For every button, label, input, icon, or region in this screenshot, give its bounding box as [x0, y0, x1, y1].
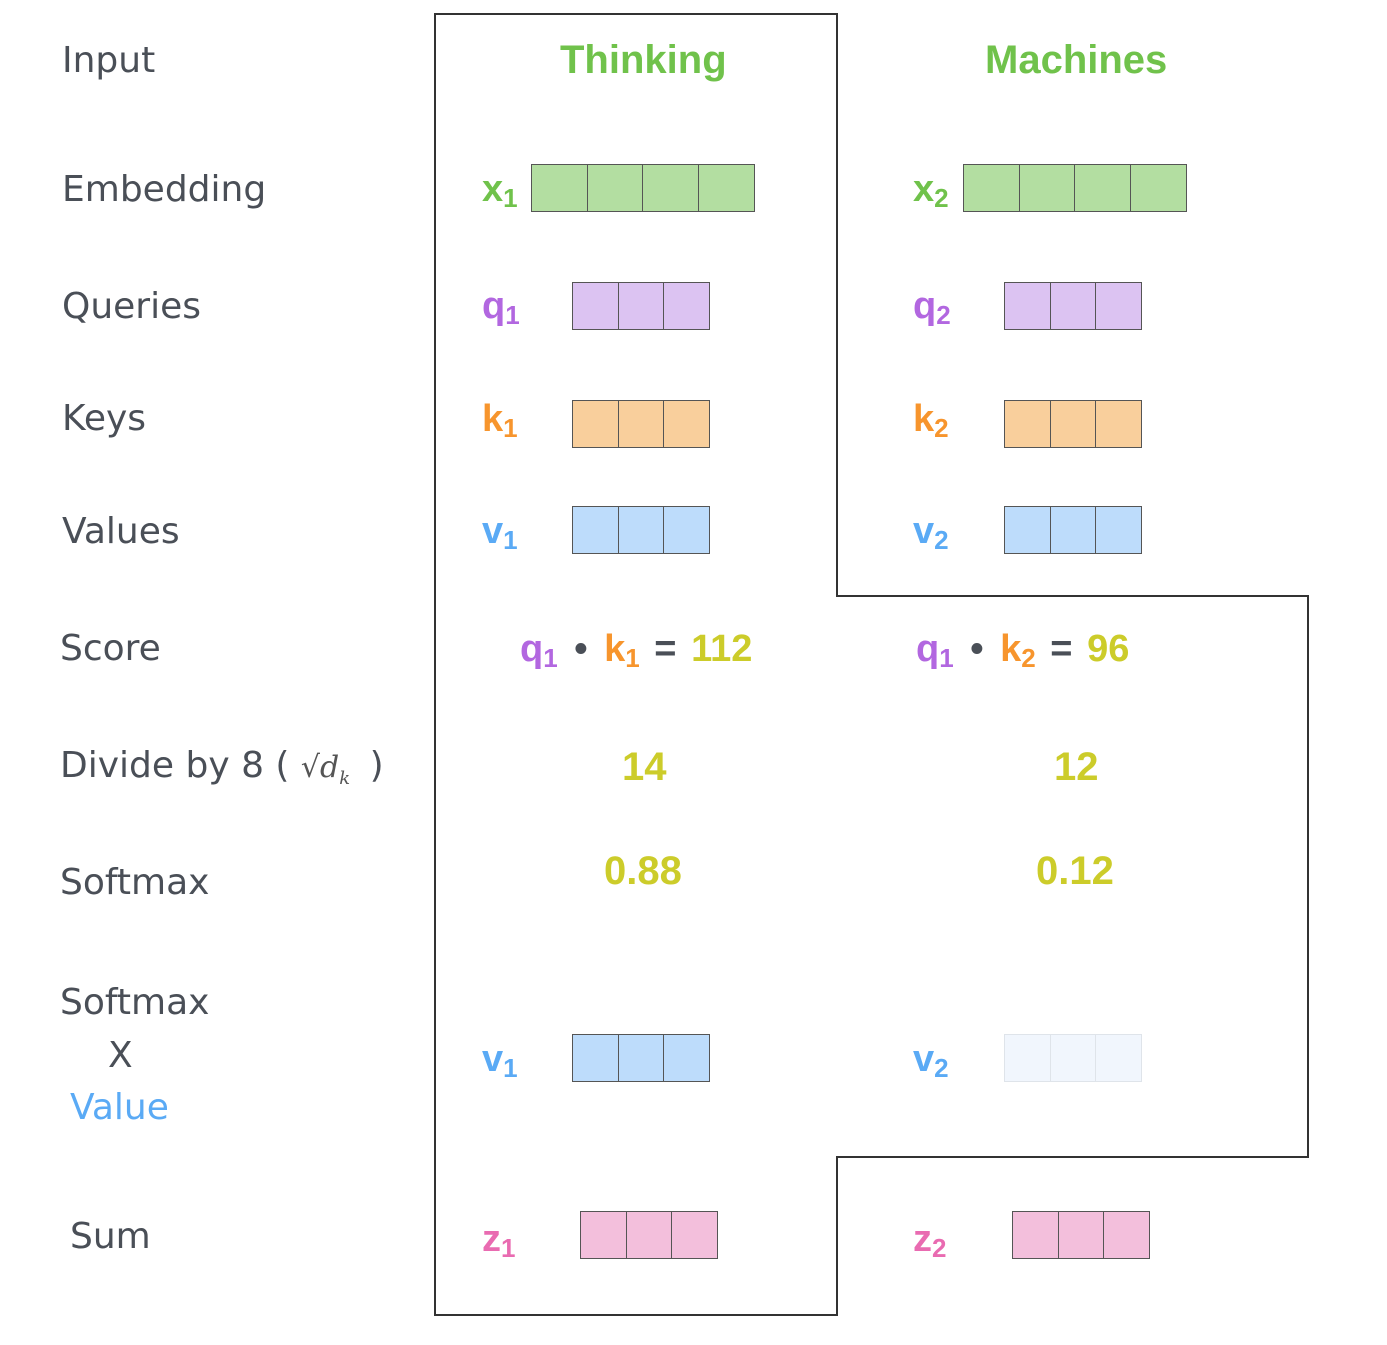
row-label-softmax: Softmax — [60, 862, 210, 903]
k2-vector — [1004, 400, 1142, 448]
z2-vector — [1012, 1211, 1150, 1259]
q1-label: q1 — [482, 285, 520, 330]
softmax-1: 0.88 — [604, 849, 682, 893]
v2-vector — [1004, 506, 1142, 554]
weighted-v1-vector — [572, 1034, 710, 1082]
divide-formula: √dk — [300, 750, 351, 789]
weighted-v2-vector — [1004, 1034, 1142, 1082]
divided-2: 12 — [1054, 745, 1099, 789]
word-thinking: Thinking — [560, 38, 727, 82]
score-2: q1 • k2 = 96 — [916, 628, 1130, 673]
v1-vector — [572, 506, 710, 554]
divided-1: 14 — [622, 745, 667, 789]
x2-label: x2 — [913, 168, 949, 213]
x2-vector — [963, 164, 1187, 212]
score-1: q1 • k1 = 112 — [520, 628, 753, 673]
q1-vector — [572, 282, 710, 330]
z1-label: z1 — [482, 1218, 516, 1263]
word-machines: Machines — [985, 38, 1168, 82]
row-label-embedding: Embedding — [62, 169, 267, 210]
row-label-softmax-x-value-2: X — [108, 1035, 133, 1076]
v2-label: v2 — [913, 510, 949, 555]
x1-vector — [531, 164, 755, 212]
k2-label: k2 — [913, 398, 949, 443]
row-label-score: Score — [60, 628, 161, 669]
row-label-softmax-x-value-1: Softmax — [60, 982, 210, 1023]
row-label-sum: Sum — [70, 1216, 151, 1257]
softmax-2: 0.12 — [1036, 849, 1114, 893]
row-label-queries: Queries — [62, 286, 202, 327]
row-label-divide: Divide by 8 ( √dk ) — [60, 745, 384, 789]
row-label-values: Values — [62, 511, 180, 552]
weighted-v1-label: v1 — [482, 1038, 518, 1083]
row-label-input: Input — [62, 40, 156, 81]
x1-label: x1 — [482, 168, 518, 213]
q2-label: q2 — [913, 285, 951, 330]
weighted-v2-label: v2 — [913, 1038, 949, 1083]
k1-vector — [572, 400, 710, 448]
z1-vector — [580, 1211, 718, 1259]
v1-label: v1 — [482, 510, 518, 555]
divide-prefix: Divide by 8 ( — [60, 745, 290, 786]
row-label-softmax-x-value-3: Value — [70, 1087, 169, 1128]
q2-vector — [1004, 282, 1142, 330]
row-label-keys: Keys — [62, 398, 147, 439]
k1-label: k1 — [482, 398, 518, 443]
z2-label: z2 — [913, 1218, 947, 1263]
divide-suffix: ) — [369, 745, 384, 786]
